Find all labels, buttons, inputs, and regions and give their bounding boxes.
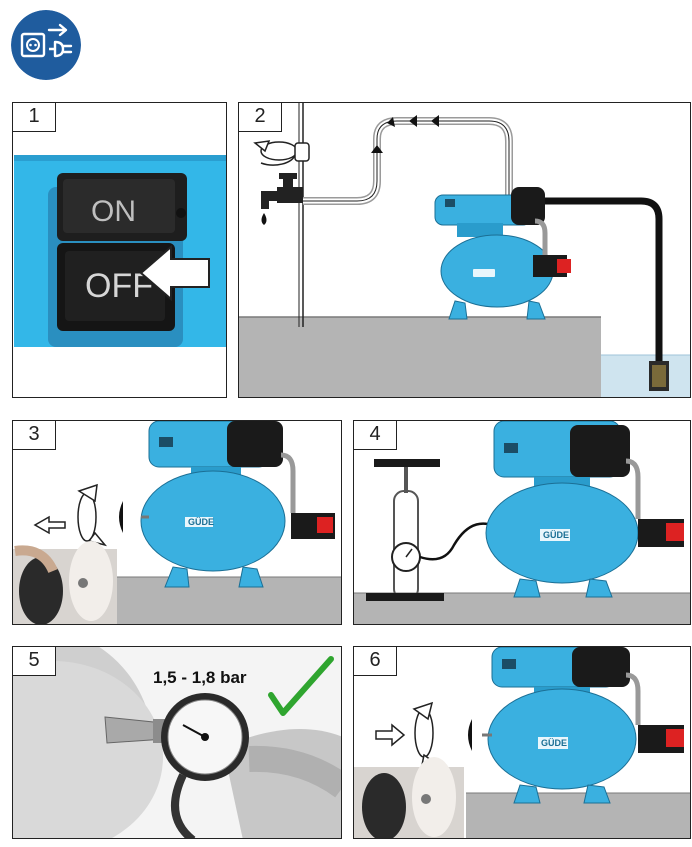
pump-unit: GÜDE — [485, 421, 684, 598]
step-number: 5 — [13, 647, 56, 676]
step-2-panel: 2 — [238, 102, 691, 398]
switch-on-label: ON — [91, 195, 136, 228]
step-number: 1 — [13, 103, 56, 132]
pressure-range-label: 1,5 - 1,8 bar — [153, 668, 247, 687]
brand-label: GÜDE — [543, 530, 569, 540]
pump-unit: GÜDE — [482, 647, 684, 804]
water-drop-icon — [261, 213, 267, 225]
arrow-left-icon — [33, 515, 66, 535]
rotate-tap-icon — [253, 140, 310, 166]
step-1-panel: 1 ON OFF — [12, 102, 227, 398]
step-number: 4 — [354, 421, 397, 450]
brand-label: GÜDE — [188, 517, 214, 527]
arrow-left-icon — [139, 244, 210, 302]
release-pressure-illustration: GÜDE — [13, 421, 341, 624]
brand-label: GÜDE — [541, 738, 567, 748]
step-5-panel: 5 1,5 - 1,8 bar — [12, 646, 342, 839]
step-number: 6 — [354, 647, 397, 676]
pump-unit — [434, 187, 571, 320]
rotate-counterclockwise-icon — [77, 483, 108, 547]
step-number: 2 — [239, 103, 282, 132]
pressure-gauge-illustration: 1,5 - 1,8 bar — [13, 647, 341, 838]
step-3-panel: 3 GÜDE — [12, 420, 342, 625]
step-4-panel: 4 GÜDE — [353, 420, 691, 625]
pump-unit: GÜDE — [140, 421, 335, 588]
disconnect-power-plug-icon — [11, 10, 81, 80]
checkmark-icon — [268, 656, 334, 716]
switch-off-illustration: ON OFF — [14, 155, 226, 347]
air-pump-icon — [366, 459, 444, 601]
rotate-clockwise-icon — [412, 701, 441, 766]
step-number: 3 — [13, 421, 56, 450]
check-pressure-illustration: GÜDE — [354, 421, 690, 624]
step-6-panel: 6 GÜDE — [353, 646, 691, 839]
arrow-right-icon — [375, 723, 406, 747]
close-valve-illustration: GÜDE — [354, 647, 690, 838]
hose-connection-illustration — [239, 103, 690, 397]
